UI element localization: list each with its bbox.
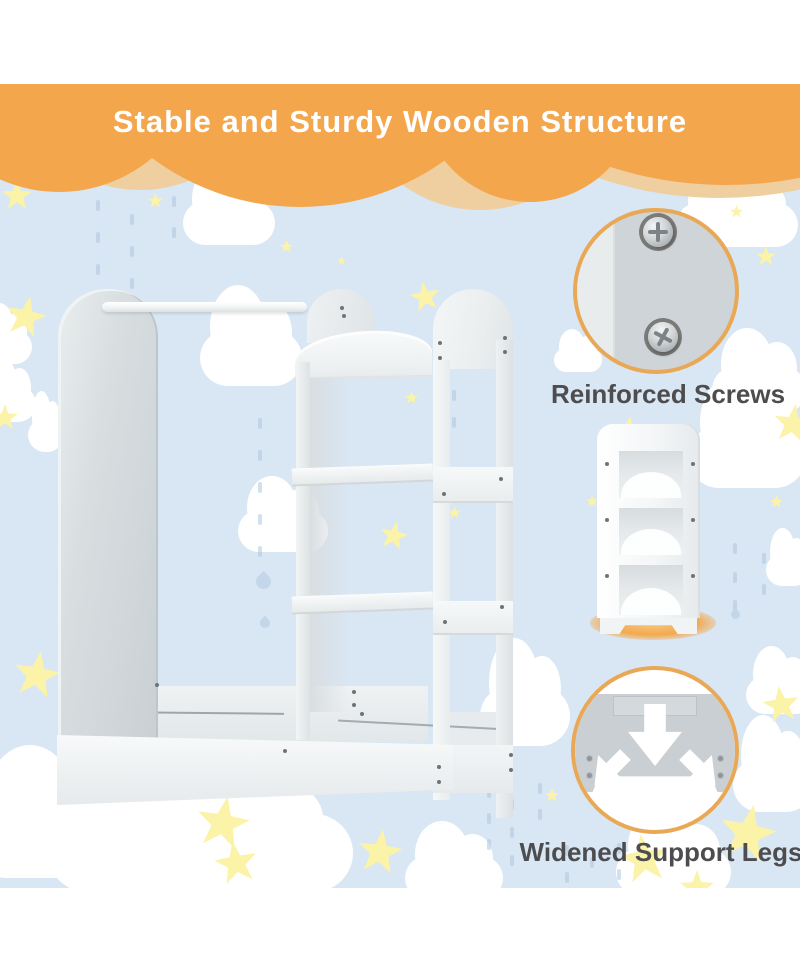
screw-dot bbox=[438, 341, 442, 345]
raindrop-icon bbox=[733, 572, 737, 583]
screw-dot bbox=[509, 753, 513, 757]
cloud-icon bbox=[238, 476, 328, 552]
cloud-icon bbox=[688, 376, 800, 488]
raindrop-icon bbox=[452, 417, 456, 428]
middle-column-rail bbox=[296, 362, 310, 740]
raindrop-icon bbox=[487, 839, 491, 850]
screw-dot bbox=[499, 477, 503, 481]
hanging-rod bbox=[102, 302, 307, 312]
raindrop-icon bbox=[258, 514, 262, 525]
screw-dot bbox=[605, 462, 609, 466]
cloud-icon bbox=[405, 820, 503, 888]
mini-rack-side-view bbox=[597, 424, 700, 634]
raindrop-icon bbox=[510, 855, 514, 866]
screws-detail-circle bbox=[573, 208, 739, 374]
screw-dot bbox=[437, 765, 441, 769]
compartment-inner-shadow bbox=[310, 612, 348, 712]
raindrop-icon bbox=[590, 857, 594, 868]
raindrop-icon bbox=[510, 827, 514, 838]
raindrop-icon bbox=[96, 264, 100, 275]
screw-dot bbox=[437, 780, 441, 784]
mini-shelf-surface bbox=[621, 587, 681, 615]
panel-edge-highlight bbox=[577, 212, 615, 370]
raindrop-icon bbox=[733, 600, 737, 611]
screw-dot bbox=[443, 620, 447, 624]
compartment-inner-shadow bbox=[310, 485, 348, 595]
raindrop-icon bbox=[258, 546, 262, 557]
mini-shelf-surface bbox=[621, 472, 681, 498]
screw-dot bbox=[718, 773, 723, 778]
raindrop-icon bbox=[130, 246, 134, 257]
screw-dot bbox=[503, 350, 507, 354]
raindrop-icon bbox=[565, 872, 569, 883]
screw-dot bbox=[342, 314, 346, 318]
raindrop-icon bbox=[617, 869, 621, 880]
banner-cloud: Stable and Sturdy Wooden Structure bbox=[0, 84, 800, 212]
screw-dot bbox=[587, 756, 592, 761]
raindrop-icon bbox=[258, 482, 262, 493]
raindrop-icon bbox=[733, 543, 737, 554]
cloud-icon bbox=[200, 285, 302, 386]
left-side-panel bbox=[58, 289, 158, 744]
raindrop-icon bbox=[172, 227, 176, 238]
screw-dot bbox=[509, 768, 513, 772]
page-title: Stable and Sturdy Wooden Structure bbox=[112, 104, 688, 139]
reinforced-screws-caption: Reinforced Screws bbox=[550, 379, 786, 409]
right-frame-right-rail bbox=[496, 340, 513, 818]
raindrop-icon bbox=[538, 809, 542, 820]
cloud-icon bbox=[0, 357, 36, 422]
mini-rack-feet bbox=[600, 618, 697, 634]
screw-dot bbox=[438, 356, 442, 360]
mini-rack-shelf-opening bbox=[619, 565, 683, 615]
screw-dot bbox=[340, 306, 344, 310]
raindrop-icon bbox=[762, 553, 766, 564]
screw-dot bbox=[605, 574, 609, 578]
raindrop-icon bbox=[452, 390, 456, 401]
screw-dot bbox=[500, 605, 504, 609]
mini-shelf-surface bbox=[621, 529, 681, 555]
screw-dot bbox=[605, 518, 609, 522]
screw-dot bbox=[155, 683, 159, 687]
star-icon bbox=[586, 495, 598, 507]
screw-dot bbox=[352, 690, 356, 694]
compartment-inner-shadow bbox=[310, 378, 348, 468]
screw-dot bbox=[587, 773, 592, 778]
raindrop-icon bbox=[762, 584, 766, 595]
screw-dot bbox=[442, 492, 446, 496]
screw-dot bbox=[283, 749, 287, 753]
mini-rack-shelf-opening bbox=[619, 508, 683, 555]
screw-dot bbox=[691, 574, 695, 578]
raindrop-icon bbox=[538, 783, 542, 794]
screw-icon bbox=[643, 217, 673, 247]
screw-icon bbox=[642, 316, 684, 358]
screw-dot bbox=[691, 462, 695, 466]
raindrop-icon bbox=[96, 200, 100, 211]
screw-dot bbox=[718, 756, 723, 761]
raindrop-icon bbox=[130, 278, 134, 289]
screw-dot bbox=[503, 336, 507, 340]
cloud-icon bbox=[733, 714, 800, 812]
screw-dot bbox=[360, 712, 364, 716]
cloud-icon bbox=[766, 528, 800, 586]
screw-dot bbox=[352, 703, 356, 707]
raindrop-icon bbox=[617, 843, 621, 854]
raindrop-icon bbox=[96, 232, 100, 243]
right-frame-rung bbox=[433, 601, 513, 635]
raindrop-icon bbox=[258, 418, 262, 429]
raindrop-icon bbox=[130, 214, 134, 225]
raindrop-icon bbox=[258, 450, 262, 461]
raindrop-icon bbox=[172, 196, 176, 207]
cloud-icon bbox=[746, 645, 800, 714]
screw-dot bbox=[691, 518, 695, 522]
widened-legs-caption: Widened Support Legs bbox=[519, 837, 800, 867]
raindrop-icon bbox=[487, 813, 491, 824]
raindrop-icon bbox=[565, 845, 569, 856]
star-icon bbox=[337, 256, 346, 265]
legs-detail-circle bbox=[571, 666, 739, 834]
mini-rack-shelf-opening bbox=[619, 451, 683, 498]
right-frame-rung bbox=[433, 467, 513, 503]
